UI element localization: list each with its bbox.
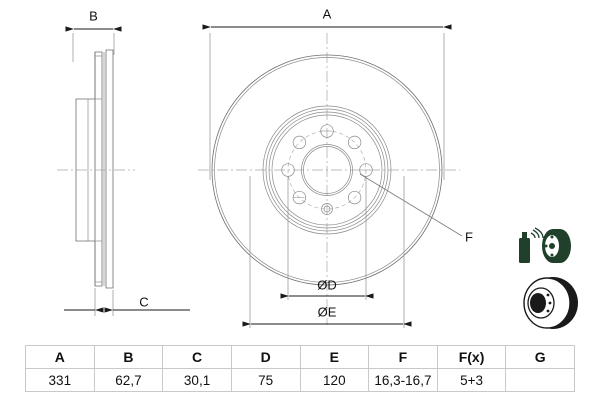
spray-can-nozzle	[522, 232, 527, 238]
table-value-b: 62,7	[93, 368, 164, 392]
hat-outer-circle-2	[265, 108, 389, 232]
dimension-label-d: ØD	[317, 277, 337, 292]
center-locating-hole-inner	[323, 205, 331, 213]
vented-disc-bolt	[546, 293, 550, 297]
bolt-hole	[320, 124, 334, 138]
table-value-row: 331 62,7 30,1 75 120 16,3-16,7 5+3	[25, 368, 575, 392]
thumbnail-spray-can-with-disc	[519, 227, 571, 263]
table-value-a: 331	[25, 368, 95, 392]
dimension-label-a: A	[323, 6, 332, 21]
bolt-hole	[292, 190, 307, 205]
side-view-section: B C	[57, 8, 190, 316]
hat-outer-circle-4	[271, 114, 383, 226]
table-value-g	[505, 368, 575, 392]
vented-disc-bolt	[548, 301, 552, 305]
dimension-label-b: B	[89, 8, 98, 23]
dimension-label-e: ØE	[318, 304, 337, 319]
hub-bore-circle-outer	[301, 144, 353, 196]
thumbnail-vented-brake-disc	[523, 277, 578, 329]
bolt-hole	[347, 190, 362, 205]
table-value-f: 16,3-16,7	[368, 368, 438, 392]
table-header-c: C	[162, 345, 232, 369]
spray-arc	[534, 227, 544, 239]
spray-arc	[532, 229, 540, 239]
thumb-disc-bolt	[544, 244, 548, 248]
table-value-fx: 5+3	[436, 368, 507, 392]
table-header-b: B	[93, 345, 164, 369]
spray-can-body	[519, 238, 530, 263]
hat-outer-circle-1	[262, 105, 392, 235]
table-value-c: 30,1	[162, 368, 232, 392]
table-header-g: G	[505, 345, 575, 369]
bolt-hole	[347, 135, 362, 150]
specification-table: A B C D E F F(x) G 331 62,7 30,1 75 120 …	[25, 345, 575, 392]
table-header-e: E	[299, 345, 370, 369]
table-header-row: A B C D E F F(x) G	[25, 345, 575, 369]
thumb-disc-bolt	[550, 253, 554, 257]
center-locating-hole-outer	[321, 203, 333, 215]
f-leader-line	[359, 173, 463, 237]
disc-outer-chamfer-circle	[214, 57, 440, 283]
bolt-hole	[292, 135, 307, 150]
vented-disc-bore	[530, 293, 546, 313]
front-view-disc: A	[198, 6, 473, 328]
table-value-d: 75	[230, 368, 301, 392]
hub-bore-circle-inner	[303, 146, 351, 194]
vented-disc-vanes	[563, 284, 578, 323]
friction-plate-right	[105, 49, 114, 289]
dimension-label-f: F	[465, 229, 473, 244]
dimension-label-c: C	[139, 294, 148, 309]
friction-plate-left	[94, 51, 103, 287]
table-header-fx: F(x)	[436, 345, 507, 369]
table-header-f: F	[368, 345, 438, 369]
table-header-a: A	[25, 345, 95, 369]
vented-disc-bolt	[546, 309, 550, 313]
thumb-disc-bolt	[550, 235, 554, 239]
disc-outer-circle	[211, 54, 443, 286]
thumb-disc-bore	[549, 243, 555, 249]
spray-arc	[530, 232, 536, 239]
table-value-e: 120	[299, 368, 370, 392]
table-header-d: D	[230, 345, 301, 369]
hat-outer-circle-3	[268, 111, 386, 229]
